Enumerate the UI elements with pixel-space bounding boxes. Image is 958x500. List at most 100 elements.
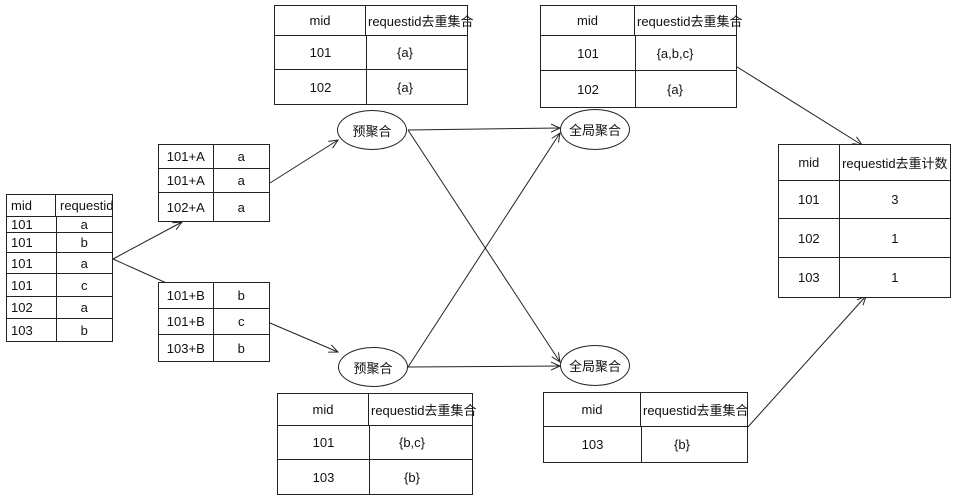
row-mid: 103 bbox=[544, 427, 642, 462]
table-row: 101 a bbox=[7, 217, 112, 233]
source-mid: 103 bbox=[7, 319, 57, 341]
arrow-partition-b-to-preagg-bottom bbox=[269, 322, 338, 352]
source-requestid: b bbox=[80, 235, 88, 250]
table-row: 101+B c bbox=[159, 309, 269, 335]
table-header: mid requestid去重集合 bbox=[544, 393, 749, 427]
preagg-top-table: mid requestid去重集合 101 {a} 102 {a} bbox=[274, 5, 474, 105]
row-mid: 101 bbox=[275, 36, 367, 69]
preagg-top-node: 预聚合 bbox=[337, 110, 407, 150]
partition-value: b bbox=[237, 288, 245, 303]
row-set: {a,b,c} bbox=[656, 45, 694, 61]
partition-key: 101+B bbox=[159, 309, 214, 334]
row-mid: 101 bbox=[278, 426, 370, 459]
table-row: 102 a bbox=[7, 297, 112, 319]
preagg-bottom-node: 预聚合 bbox=[338, 347, 408, 387]
row-set: {b,c} bbox=[398, 435, 426, 450]
header-requestid-set: requestid去重集合 bbox=[368, 14, 474, 29]
arrow-global-top-table-to-result bbox=[717, 54, 862, 145]
source-mid: 101 bbox=[7, 217, 57, 232]
table-row: 102 {a} bbox=[275, 70, 467, 104]
row-set: {a} bbox=[397, 79, 413, 95]
global-bottom-table: mid requestid去重集合 103 {b} bbox=[543, 392, 748, 463]
header-mid: mid bbox=[278, 394, 369, 425]
result-table: mid requestid去重计数 101 3 102 1 103 1 bbox=[778, 144, 951, 298]
header-mid: mid bbox=[275, 6, 366, 35]
row-set: {b} bbox=[404, 469, 420, 485]
source-requestid: b bbox=[80, 322, 88, 338]
row-mid: 102 bbox=[275, 70, 367, 104]
arrow-source-to-partition-a bbox=[112, 222, 182, 260]
table-row: 103+B b bbox=[159, 335, 269, 361]
partition-b-table: 101+B b 101+B c 103+B b bbox=[158, 282, 270, 362]
partition-value: a bbox=[237, 173, 245, 188]
source-requestid: c bbox=[81, 277, 88, 293]
table-row: 101+B b bbox=[159, 283, 269, 309]
row-mid: 101 bbox=[779, 181, 840, 218]
source-requestid: a bbox=[80, 255, 88, 271]
global-bottom-node: 全局聚合 bbox=[560, 345, 630, 386]
table-row: 102 {a} bbox=[541, 71, 736, 107]
table-row: 103 1 bbox=[779, 258, 950, 297]
row-mid: 101 bbox=[541, 36, 636, 70]
row-set: {a} bbox=[667, 81, 683, 97]
table-row: 101+A a bbox=[159, 145, 269, 169]
partition-key: 101+A bbox=[159, 145, 214, 168]
table-row: 101+A a bbox=[159, 169, 269, 193]
source-mid: 102 bbox=[7, 297, 57, 318]
arrow-preagg-bottom-to-global-top bbox=[407, 133, 560, 368]
table-row: 101 {a} bbox=[275, 36, 467, 70]
row-mid: 103 bbox=[779, 258, 840, 297]
source-header-requestid: requestid bbox=[60, 198, 114, 213]
partition-key: 101+A bbox=[159, 169, 214, 192]
source-mid: 101 bbox=[7, 253, 57, 273]
arrow-preagg-bottom-to-global-bottom bbox=[407, 366, 560, 367]
source-requestid: a bbox=[80, 300, 88, 315]
header-requestid-set: requestid去重集合 bbox=[371, 403, 477, 418]
source-mid: 101 bbox=[7, 274, 57, 296]
row-count: 1 bbox=[891, 230, 899, 246]
partition-key: 101+B bbox=[159, 283, 214, 308]
header-mid: mid bbox=[541, 6, 635, 35]
table-row: 101 3 bbox=[779, 181, 950, 219]
partition-value: c bbox=[238, 314, 245, 329]
arrow-preagg-top-to-global-bottom bbox=[407, 129, 560, 362]
partition-key: 103+B bbox=[159, 335, 214, 361]
global-top-node: 全局聚合 bbox=[560, 109, 630, 150]
header-requestid-set: requestid去重集合 bbox=[637, 14, 743, 29]
row-set: {b} bbox=[674, 437, 690, 452]
source-table-header: mid requestid bbox=[7, 195, 114, 217]
source-mid: 101 bbox=[7, 233, 57, 252]
global-top-table: mid requestid去重集合 101 {a,b,c} 102 {a} bbox=[540, 5, 743, 108]
source-table: mid requestid 101 a 101 b 101 a 101 c 10… bbox=[6, 194, 113, 342]
row-mid: 103 bbox=[278, 460, 370, 494]
table-row: 103 {b} bbox=[544, 427, 747, 462]
source-requestid: a bbox=[80, 217, 88, 232]
partition-value: a bbox=[237, 199, 245, 215]
partition-key: 102+A bbox=[159, 193, 214, 221]
table-row: 101 a bbox=[7, 253, 112, 274]
row-mid: 102 bbox=[541, 71, 636, 107]
arrow-global-bottom-table-to-result bbox=[746, 296, 866, 429]
header-mid: mid bbox=[779, 145, 840, 180]
table-row: 101 b bbox=[7, 233, 112, 253]
row-mid: 102 bbox=[779, 219, 840, 257]
row-count: 3 bbox=[891, 192, 899, 207]
arrow-preagg-top-to-global-top bbox=[407, 128, 560, 130]
header-requestid-set: requestid去重集合 bbox=[643, 403, 749, 418]
table-header: mid requestid去重集合 bbox=[541, 6, 743, 36]
table-row: 101 {b,c} bbox=[278, 426, 472, 460]
table-row: 101 {a,b,c} bbox=[541, 36, 736, 71]
partition-value: b bbox=[237, 340, 245, 356]
source-header-mid: mid bbox=[7, 195, 56, 216]
row-set: {a} bbox=[397, 45, 413, 60]
table-header: mid requestid去重计数 bbox=[779, 145, 950, 181]
table-row: 102+A a bbox=[159, 193, 269, 221]
partition-value: a bbox=[237, 149, 245, 164]
table-header: mid requestid去重集合 bbox=[278, 394, 477, 426]
row-count: 1 bbox=[891, 270, 899, 285]
partition-a-table: 101+A a 101+A a 102+A a bbox=[158, 144, 270, 222]
arrow-partition-a-to-preagg-top bbox=[269, 140, 338, 184]
table-row: 103 b bbox=[7, 319, 112, 341]
table-row: 101 c bbox=[7, 274, 112, 297]
header-mid: mid bbox=[544, 393, 641, 426]
